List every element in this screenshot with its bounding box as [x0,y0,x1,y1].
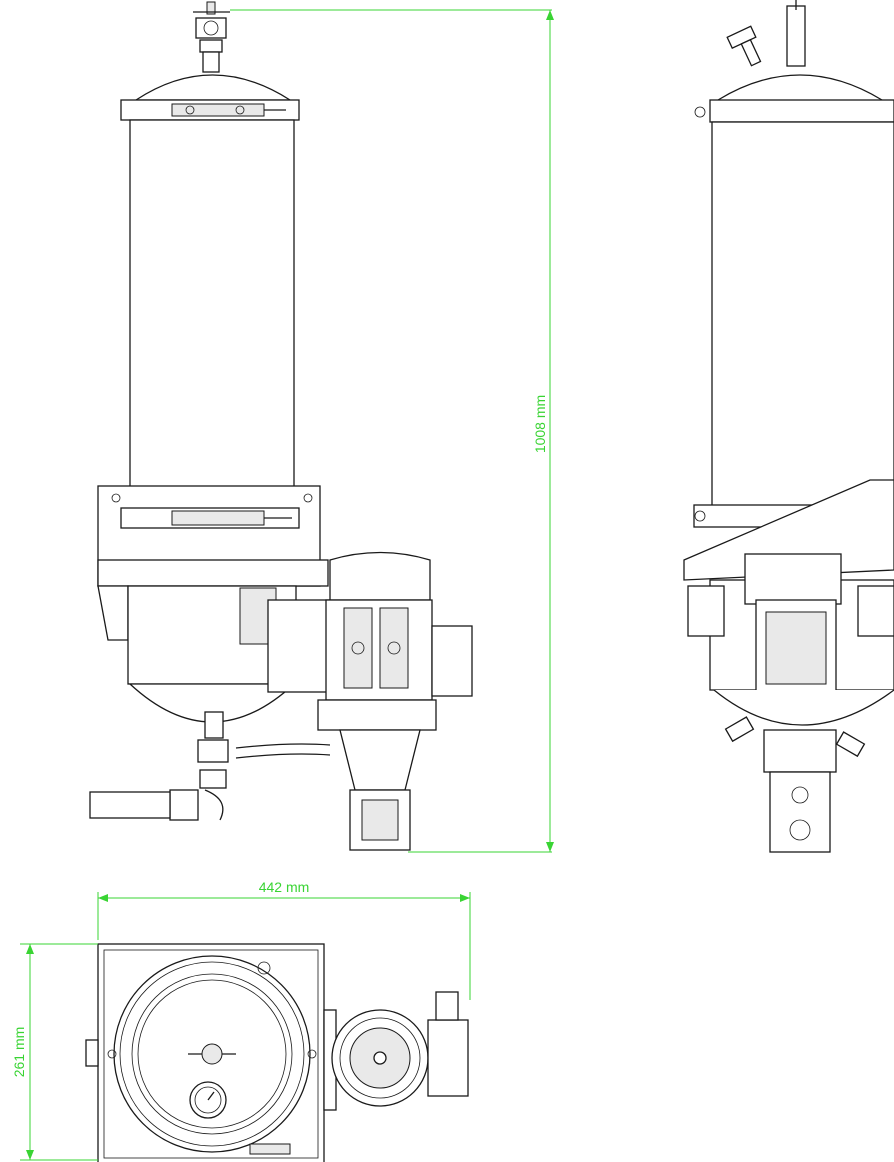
pump [339,729,421,851]
width-label: 442 mm [259,879,310,895]
side-view [683,0,894,853]
front-view [89,1,473,851]
top-valve [193,1,230,73]
hose [235,743,331,749]
reservoir-cylinder [129,119,295,501]
height-dimension: 1008 mm [230,9,554,853]
width-dimension: 442 mm [97,879,471,1000]
height-label: 1008 mm [532,395,548,453]
side-motor-cap [744,553,842,605]
top-view [85,943,469,1162]
depth-dimension: 261 mm [11,943,98,1161]
inlet-fitting [89,791,171,819]
depth-label: 261 mm [11,1027,27,1078]
fill-cap [201,1043,223,1065]
motor [317,551,473,731]
